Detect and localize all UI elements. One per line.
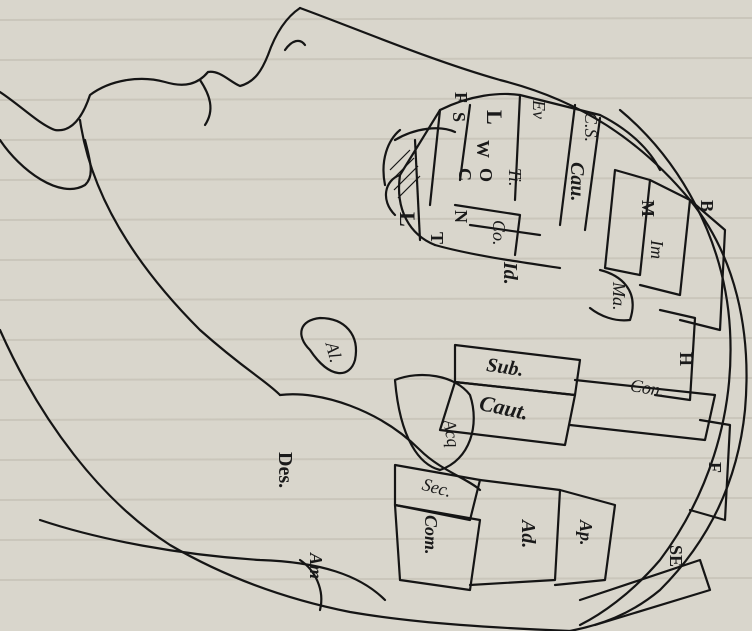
label-ti: Ti. [506,168,524,187]
label-t: T [428,232,446,244]
label-ev: Ev [530,100,548,119]
label-des: Des. [275,452,295,488]
label-m: M [639,200,657,217]
label-im: Im [648,240,666,259]
label-ma: Ma. [610,282,628,311]
label-al: Al. [323,340,346,364]
label-acq: Acq [440,418,463,449]
label-com: Com. [422,515,440,555]
label-b: B [698,200,716,212]
label-w: W [474,140,492,158]
label-l-lower: L [396,212,418,227]
label-se: SE [667,545,685,567]
label-h: H [677,352,695,366]
label-co: Co. [490,220,508,246]
label-ad: Ad. [518,520,538,548]
label-id: Id. [500,262,520,285]
label-am: Am [307,553,325,579]
label-l-upper: L [483,110,505,125]
label-c: C [456,168,474,181]
label-n: N [452,210,470,223]
label-f-right: F [706,462,724,473]
label-cau: Cau. [567,162,587,201]
label-cs: C.S. [582,112,600,142]
label-o: O [477,168,495,182]
label-ap: Ap. [577,520,595,546]
label-s: S [450,112,468,122]
label-f: F [452,92,470,103]
label-sub: Sub. [485,355,525,380]
